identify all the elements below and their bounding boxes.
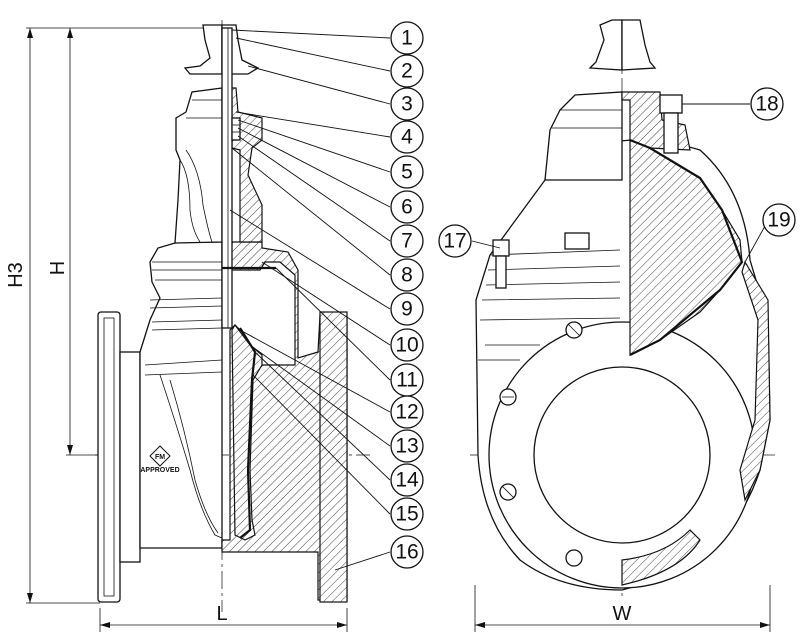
callout-11: 11 xyxy=(390,363,424,397)
body-exterior-half xyxy=(139,241,223,549)
svg-text:19: 19 xyxy=(767,209,790,232)
svg-text:11: 11 xyxy=(396,369,418,392)
callout-19: 19 xyxy=(762,203,796,237)
approval-stamp: FM APPROVED xyxy=(140,445,180,474)
bore xyxy=(533,366,711,544)
callout-7: 7 xyxy=(390,224,424,258)
callout-13: 13 xyxy=(390,429,424,463)
w-dimension-label: W xyxy=(613,603,632,625)
h-dimension-label: H xyxy=(47,261,69,275)
svg-text:8: 8 xyxy=(401,264,413,287)
body-section-right xyxy=(221,241,348,601)
callout-5: 5 xyxy=(390,155,424,189)
svg-text:10: 10 xyxy=(395,334,418,357)
svg-text:15: 15 xyxy=(395,503,418,526)
svg-text:5: 5 xyxy=(401,161,413,184)
callout-1: 1 xyxy=(390,21,424,55)
callout-leaders xyxy=(229,29,766,571)
callout-2: 2 xyxy=(390,54,424,88)
h3-dimension-label: H3 xyxy=(5,262,27,288)
svg-text:7: 7 xyxy=(401,230,413,253)
callout-3: 3 xyxy=(390,87,424,121)
callout-12: 12 xyxy=(390,395,424,429)
svg-text:9: 9 xyxy=(401,298,413,321)
callout-15: 15 xyxy=(390,497,424,531)
svg-text:18: 18 xyxy=(755,93,778,116)
left-flange xyxy=(97,311,121,603)
svg-text:1: 1 xyxy=(401,27,413,50)
callout-17: 17 xyxy=(438,224,472,258)
callout-9: 9 xyxy=(390,292,424,326)
callout-8: 8 xyxy=(390,258,424,292)
wedge-section xyxy=(231,323,263,541)
callout-18: 18 xyxy=(750,87,784,121)
svg-text:4: 4 xyxy=(401,126,413,149)
svg-text:16: 16 xyxy=(395,541,418,564)
front-section-view xyxy=(470,19,775,632)
side-section-view: FM APPROVED xyxy=(26,20,370,632)
callout-10: 10 xyxy=(390,328,424,362)
svg-text:2: 2 xyxy=(401,60,413,83)
callout-4: 4 xyxy=(390,120,424,154)
svg-text:14: 14 xyxy=(395,469,419,492)
svg-text:3: 3 xyxy=(401,93,413,116)
svg-text:13: 13 xyxy=(395,435,418,458)
l-dimension-label: L xyxy=(216,603,227,625)
stamp-label: APPROVED xyxy=(140,467,179,474)
svg-text:6: 6 xyxy=(401,196,413,219)
callout-16: 16 xyxy=(390,535,424,569)
callout-6: 6 xyxy=(390,190,424,224)
stamp-logo-text: FM xyxy=(155,454,165,461)
svg-text:17: 17 xyxy=(443,230,466,253)
svg-text:12: 12 xyxy=(395,401,418,424)
callout-14: 14 xyxy=(390,463,424,497)
